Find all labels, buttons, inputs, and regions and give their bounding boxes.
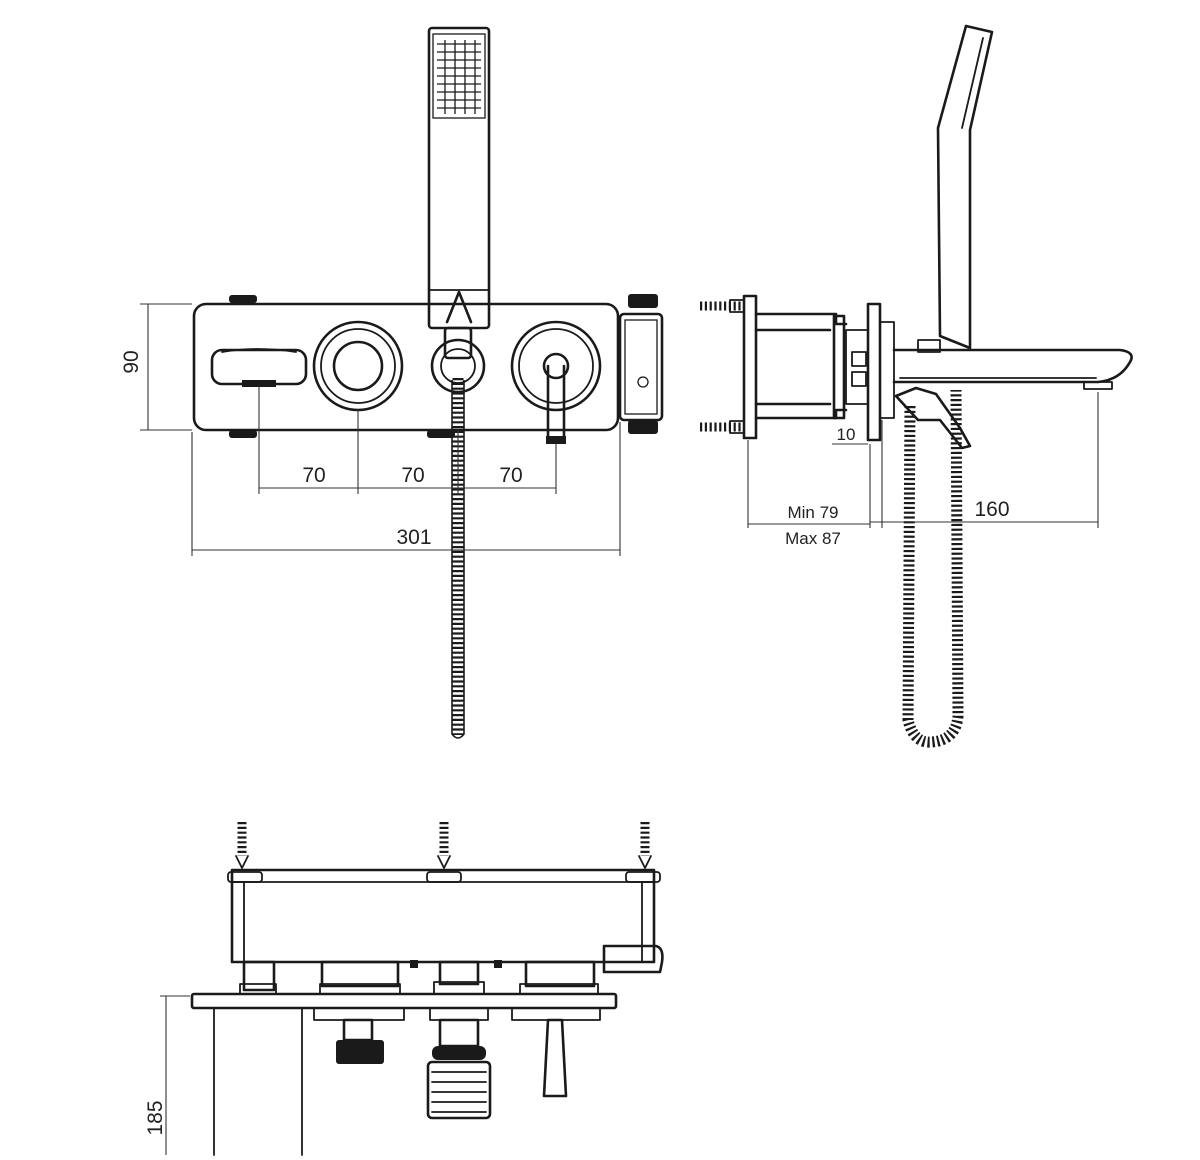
dim-spacing-1: 70 (302, 464, 325, 487)
bottom-wall-anchors (227, 822, 661, 883)
bottom-view: 185 (144, 822, 664, 1156)
front-plate (192, 302, 620, 432)
front-hand-shower (427, 26, 491, 330)
front-diverter-knob (312, 320, 404, 412)
bottom-cover-plate (190, 992, 618, 1010)
bottom-housing (230, 868, 664, 974)
dim-height-90: 90 (120, 350, 143, 373)
dim-spacing-3: 70 (499, 464, 522, 487)
side-wall-anchors (700, 294, 758, 440)
bottom-controls (313, 1007, 601, 1120)
dim-flange-10: 10 (837, 425, 856, 444)
front-mixer-lever (510, 320, 602, 444)
front-side-bracket (618, 294, 664, 434)
side-view: 10 Min 79 Max 87 160 (700, 24, 1133, 748)
dim-depth-min: Min 79 (787, 503, 838, 522)
dim-total-width: 301 (396, 526, 431, 549)
bottom-valve-bodies (239, 960, 599, 995)
front-view: 90 70 70 70 301 (120, 26, 664, 739)
side-hand-shower (917, 24, 994, 353)
side-dimensions (747, 392, 1099, 528)
front-hose-connector (430, 326, 486, 394)
side-spout (892, 348, 1133, 390)
dim-spacing-2: 70 (401, 464, 424, 487)
dim-spout-projection: 160 (974, 498, 1009, 521)
side-hose (902, 389, 964, 748)
front-dimensions (140, 303, 621, 556)
dim-depth-max: Max 87 (785, 529, 841, 548)
front-spout (210, 348, 308, 387)
dim-depth-185: 185 (144, 1100, 167, 1135)
side-body-frame (754, 302, 895, 442)
